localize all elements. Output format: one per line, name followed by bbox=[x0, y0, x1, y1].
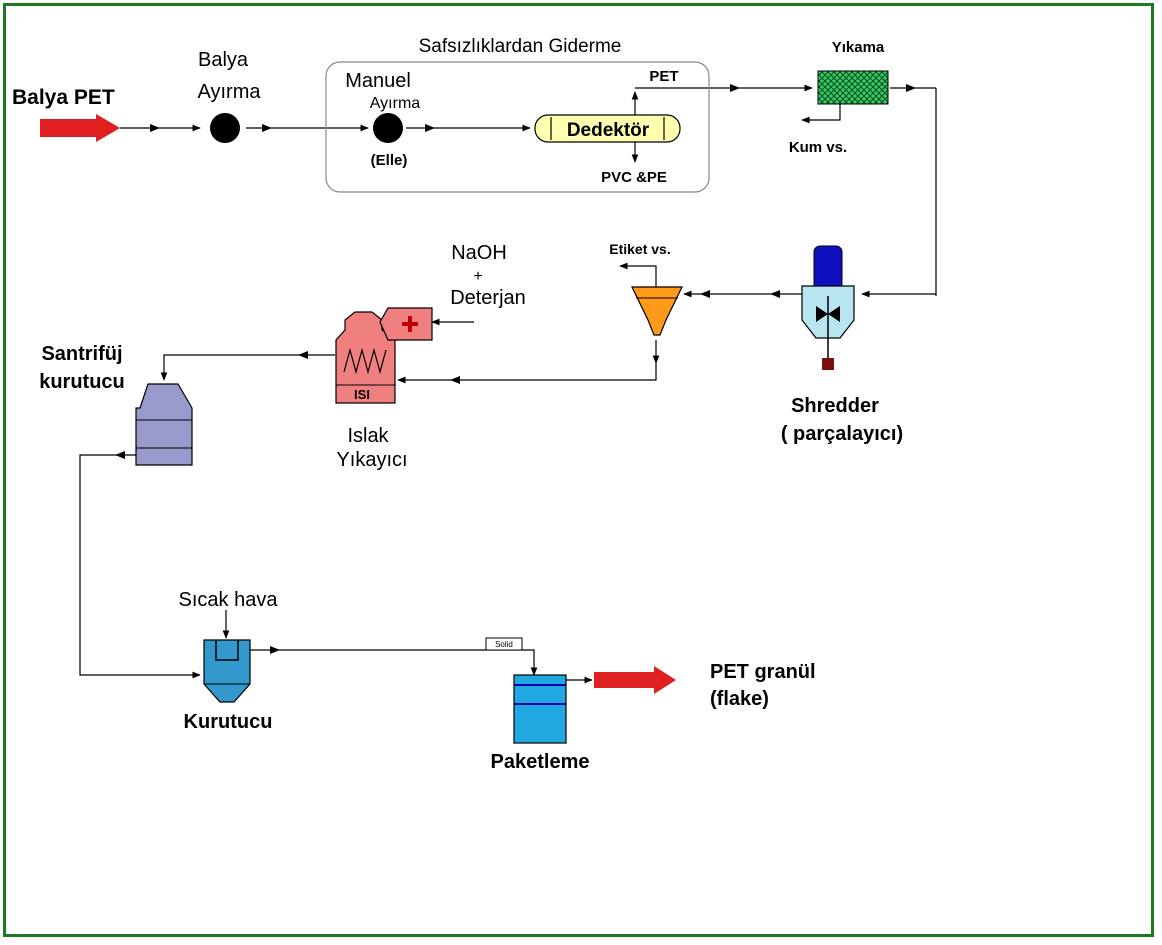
centrifuge-icon bbox=[135, 383, 193, 466]
shredder-icon bbox=[801, 245, 855, 370]
yikama-icon bbox=[817, 70, 889, 105]
balya-ayirma-node-icon bbox=[210, 113, 240, 143]
solid-tag-box bbox=[485, 637, 523, 651]
label-manuel-ayirma: Ayırma bbox=[370, 95, 420, 112]
label-islak: Islak bbox=[347, 425, 389, 447]
manuel-ayirma-node-icon bbox=[373, 113, 403, 143]
label-manuel: Manuel bbox=[345, 70, 411, 92]
label-balya-pet: Balya PET bbox=[12, 86, 115, 109]
label-shredder: Shredder bbox=[791, 395, 879, 417]
label-kurutucu: Kurutucu bbox=[184, 711, 273, 733]
label-isi: ISI bbox=[354, 387, 370, 402]
label-paketleme: Paketleme bbox=[491, 751, 590, 773]
label-pvc-pe: PVC &PE bbox=[601, 169, 667, 186]
label-naoh: NaOH bbox=[451, 242, 507, 264]
label-yikayici: Yıkayıcı bbox=[336, 449, 407, 471]
heater-icon bbox=[335, 307, 433, 404]
label-balya-ayirma: Ayırma bbox=[198, 81, 262, 103]
label-parcalayici: ( parçalayıcı) bbox=[781, 423, 903, 445]
label-solid: Solid bbox=[495, 640, 513, 649]
label-kum: Kum vs. bbox=[789, 139, 847, 156]
input-arrow-icon bbox=[40, 114, 120, 142]
label-kurutucu-santrifuj: kurutucu bbox=[39, 371, 125, 393]
label-deterjan: Deterjan bbox=[450, 287, 526, 309]
label-balya: Balya bbox=[198, 49, 249, 71]
hopper-icon bbox=[631, 286, 683, 336]
impurities-group-box bbox=[325, 61, 710, 193]
diagram-frame bbox=[3, 3, 1154, 937]
label-yikama: Yıkama bbox=[832, 39, 885, 56]
label-dedektor: Dedektör bbox=[567, 120, 650, 141]
group-title: Safsızlıklardan Giderme bbox=[419, 36, 622, 57]
label-flake: (flake) bbox=[710, 688, 769, 710]
package-icon bbox=[513, 674, 567, 744]
label-pet: PET bbox=[649, 68, 678, 85]
dryer-icon bbox=[203, 639, 251, 703]
output-arrow-icon bbox=[594, 666, 676, 694]
dedektor-icon bbox=[534, 114, 681, 143]
label-etiket: Etiket vs. bbox=[609, 241, 670, 257]
label-santrifuj: Santrifüj bbox=[41, 343, 122, 365]
label-pet-granul: PET granül bbox=[710, 661, 816, 683]
flow-arrowheads bbox=[115, 84, 916, 654]
label-elle: (Elle) bbox=[371, 152, 408, 169]
label-plus: + bbox=[473, 268, 482, 285]
label-sicak-hava: Sıcak hava bbox=[179, 589, 279, 611]
